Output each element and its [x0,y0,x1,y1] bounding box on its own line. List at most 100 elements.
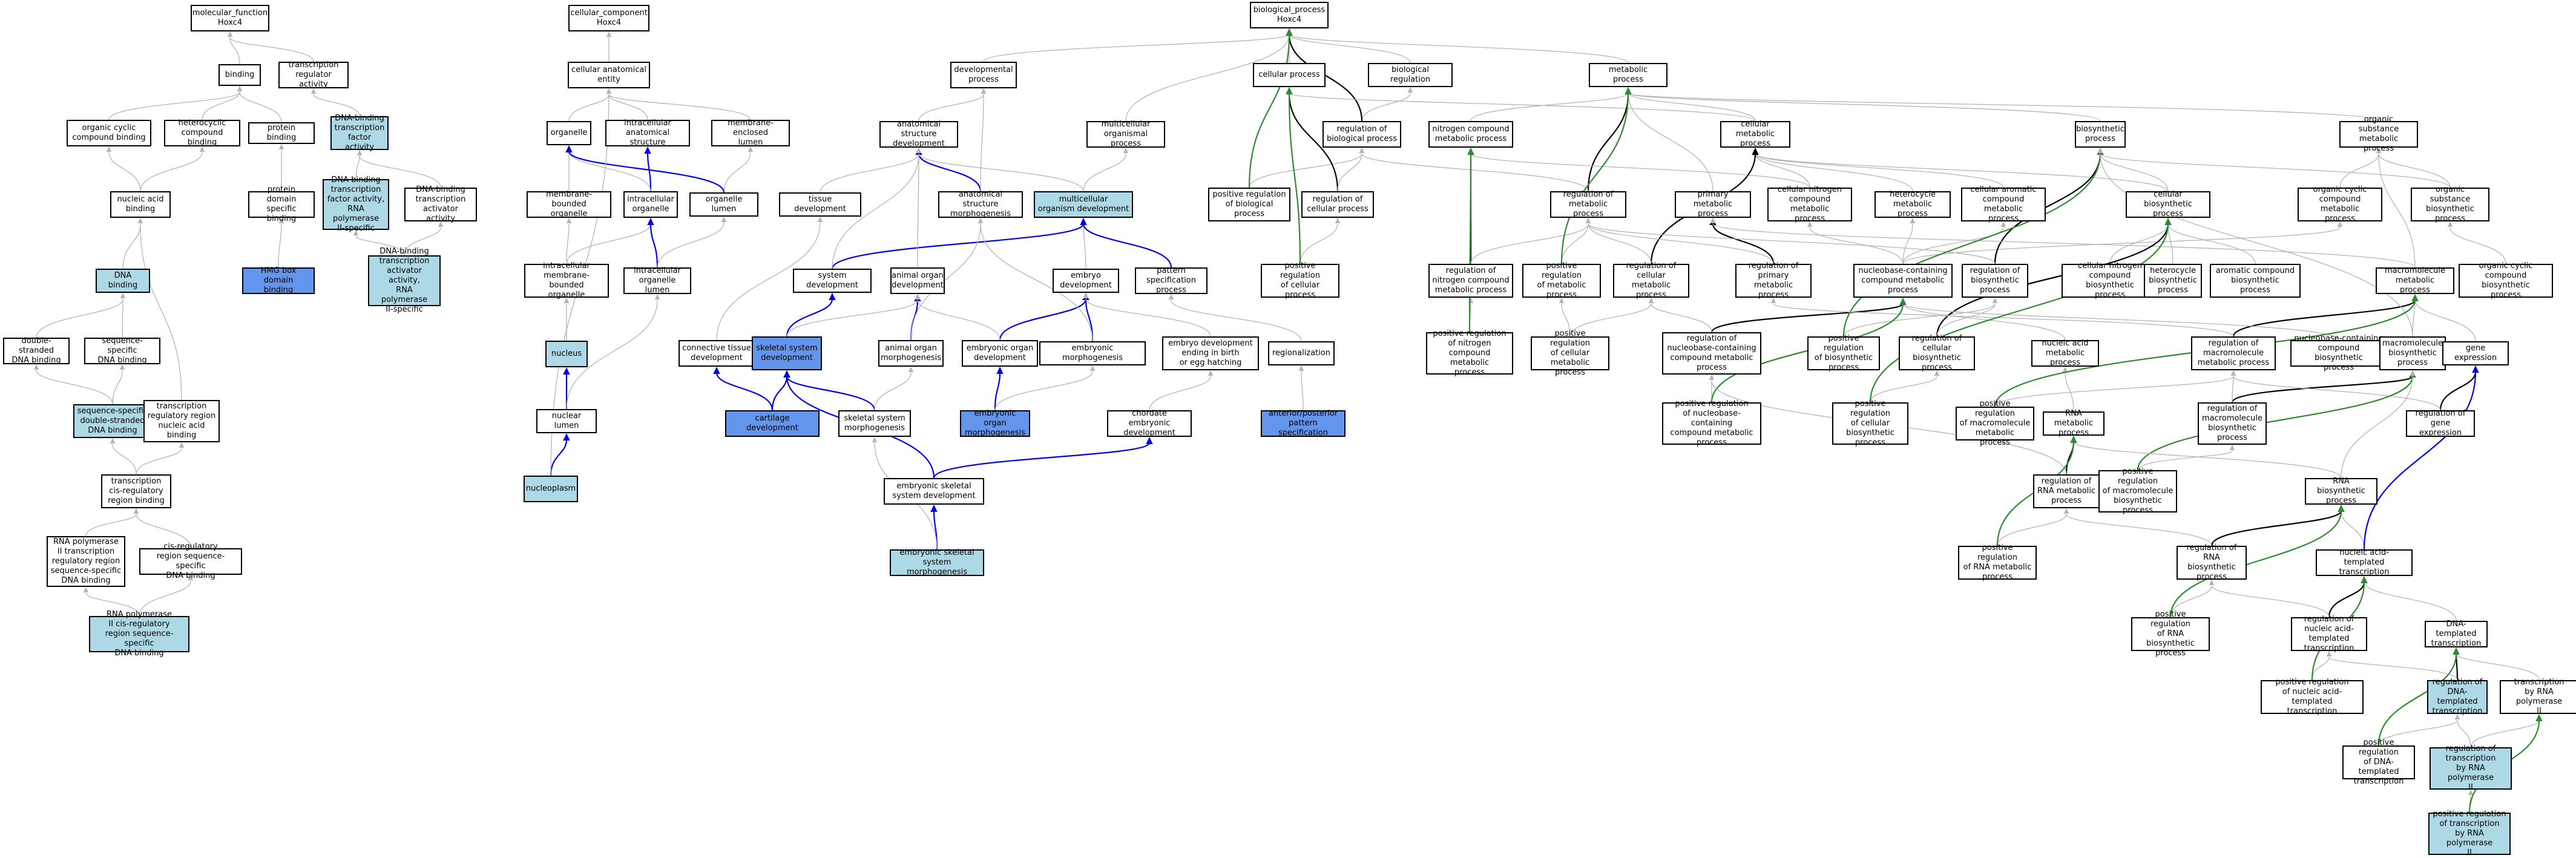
go-term-prcbp[interactable]: positive regulation of cellular biosynth… [1832,399,1908,447]
go-term-ssd[interactable]: skeletal system development [752,336,822,370]
go-term-eom[interactable]: embryonic organ morphogenesis [960,409,1030,437]
go-term-ssdsdna[interactable]: sequence-specific double-stranded DNA bi… [73,404,152,438]
go-term-occmp[interactable]: organic cyclic compound metabolic proces… [2298,185,2382,223]
go-term-mel[interactable]: membrane-enclosed lumen [711,119,790,147]
go-term-biosp[interactable]: biosynthetic process [2075,121,2126,148]
go-term-nucleus[interactable]: nucleus [545,341,588,367]
go-term-cncbp[interactable]: cellular nitrogen compound biosynthetic … [2062,261,2158,300]
go-term-tissd[interactable]: tissue development [779,192,861,217]
go-term-hbp[interactable]: heterocycle biosynthetic process [2144,264,2202,298]
go-term-gexp[interactable]: gene expression [2442,341,2509,365]
go-term-rnamp[interactable]: RNA metabolic process [2043,409,2104,437]
go-term-eod[interactable]: embryonic organ development [962,340,1038,367]
go-term-rnatt[interactable]: regulation of nucleic acid-templated tra… [2291,615,2367,653]
go-term-mod[interactable]: multicellular organism development [1034,191,1133,218]
go-term-cbp[interactable]: cellular biosynthetic process [2126,190,2210,218]
go-term-rp2trr[interactable]: RNA polymerase II transcription regulato… [47,536,125,587]
go-term-tbrp2[interactable]: transcription by RNA polymerase II [2500,678,2576,716]
go-term-rrnamp[interactable]: regulation of RNA metabolic process [2033,474,2100,508]
go-term-ctd[interactable]: connective tissue development [678,340,755,367]
go-term-tra[interactable]: transcription regulator activity [278,61,349,89]
go-term-prrnabp[interactable]: positive regulation of RNA biosynthetic … [2131,610,2210,658]
go-term-embd[interactable]: embryo development [1053,269,1119,293]
go-term-trrnab[interactable]: transcription regulatory region nucleic … [143,400,220,442]
go-term-rncmp[interactable]: regulation of nitrogen compound metaboli… [1428,264,1513,298]
go-term-rnbcmp[interactable]: regulation of nucleobase-containing comp… [1662,332,1761,375]
go-term-dtt[interactable]: DNA-templated transcription [2425,620,2488,648]
go-term-cae[interactable]: cellular anatomical entity [568,62,650,88]
go-term-acbp[interactable]: aromatic compound biosynthetic process [2210,264,2301,298]
go-term-rmp[interactable]: regulation of metabolic process [1550,190,1626,218]
go-term-pmp[interactable]: primary metabolic process [1675,190,1751,218]
go-term-apps[interactable]: anterior/posterior pattern specification [1261,409,1346,437]
go-term-rbp[interactable]: regulation of biological process [1322,121,1401,148]
go-term-rmbp[interactable]: regulation of macromolecule biosynthetic… [2198,402,2267,445]
go-term-cmp[interactable]: cellular metabolic process [1720,120,1790,148]
go-term-rcp[interactable]: regulation of cellular process [1301,191,1374,218]
go-term-natt[interactable]: nucleic acid-templated transcription [2316,548,2413,577]
go-term-prcmp[interactable]: positive regulation of cellular metaboli… [1531,329,1609,377]
go-term-bioreg[interactable]: biological regulation [1368,63,1453,87]
go-term-prtrp2[interactable]: positive regulation of transcription by … [2428,810,2511,857]
go-term-prnbcmp[interactable]: positive regulation of nucleobase-contai… [1662,399,1761,447]
go-term-devp[interactable]: developmental process [950,62,1017,88]
go-term-asd[interactable]: anatomical structure development [879,120,958,148]
go-term-prmmp[interactable]: positive regulation of macromolecule met… [1956,399,2034,447]
go-term-rnabp[interactable]: RNA biosynthetic process [2305,477,2377,505]
go-term-rtrp2[interactable]: regulation of transcription by RNA polym… [2430,744,2512,792]
go-term-dsdna[interactable]: double-stranded DNA binding [3,336,70,365]
go-term-crrss[interactable]: cis-regulatory region sequence-specific … [139,542,242,580]
go-term-ssm[interactable]: skeletal system morphogenesis [838,410,911,437]
go-term-prcp[interactable]: positive regulation of cellular process [1261,261,1339,300]
go-term-rmmp[interactable]: regulation of macromolecule metabolic pr… [2191,336,2276,370]
go-term-osmp[interactable]: organic substance metabolic process [2339,115,2418,153]
go-term-mf-root[interactable]: molecular_function Hoxc4 [191,5,269,31]
go-term-nlumen[interactable]: nuclear lumen [536,409,597,433]
go-term-ced[interactable]: chordate embryonic development [1107,409,1192,437]
go-term-nab[interactable]: nucleic acid binding [110,191,171,218]
go-term-aom[interactable]: animal organ morphogenesis [878,340,944,367]
go-term-occbp[interactable]: organic cyclic compound biosynthetic pro… [2459,261,2553,300]
go-term-ssdna[interactable]: sequence-specific DNA binding [84,336,160,365]
go-term-protb[interactable]: protein binding [248,122,315,144]
go-term-dbtaa2[interactable]: DNA-binding transcription activator acti… [368,247,441,314]
go-term-io[interactable]: intracellular organelle [623,191,678,218]
go-term-cartd[interactable]: cartilage development [725,410,820,437]
go-term-cellp[interactable]: cellular process [1253,63,1326,87]
go-term-nbcmp[interactable]: nucleobase-containing compound metabolic… [1853,264,1953,298]
go-term-nbcbp[interactable]: nucleobase-containing compound biosynthe… [2290,334,2387,372]
go-term-edeb[interactable]: embryo development ending in birth or eg… [1162,336,1259,370]
go-term-prmp[interactable]: positive regulation of metabolic process [1522,261,1601,300]
go-term-ias[interactable]: intracellular anatomical structure [605,119,690,147]
go-term-rdtt[interactable]: regulation of DNA-templated transcriptio… [2427,678,2488,716]
go-term-prbiosp[interactable]: positive regulation of biosynthetic proc… [1807,334,1880,372]
go-term-organelle[interactable]: organelle [547,121,591,145]
go-term-prrnamp[interactable]: positive regulation of RNA metabolic pro… [1958,543,2037,581]
go-term-dnab[interactable]: DNA binding [96,269,150,293]
go-term-regionalization[interactable]: regionalization [1268,341,1335,365]
go-term-osbp[interactable]: organic substance biosynthetic process [2411,185,2489,223]
go-term-imbo[interactable]: intracellular membrane-bounded organelle [524,261,609,300]
go-term-prncmp[interactable]: positive regulation of nitrogen compound… [1426,329,1513,377]
go-term-namp[interactable]: nucleic acid metabolic process [2031,339,2099,367]
go-term-rbiosp[interactable]: regulation of biosynthetic process [1962,264,2028,298]
go-term-hmg[interactable]: HMG box domain binding [242,266,315,295]
go-term-ncmp[interactable]: nitrogen compound metabolic process [1428,121,1513,148]
go-term-cc-root[interactable]: cellular_component Hoxc4 [568,5,649,31]
go-term-mbp[interactable]: macromolecule biosynthetic process [2379,336,2446,370]
go-term-tcrrb[interactable]: transcription cis-regulatory region bind… [101,474,171,508]
go-term-ol[interactable]: organelle lumen [689,192,758,217]
go-term-mop[interactable]: multicellular organismal process [1086,120,1165,148]
go-term-prdtt[interactable]: positive regulation of DNA-templated tra… [2342,738,2415,786]
go-term-iol[interactable]: intracellular organelle lumen [623,266,691,295]
go-term-nucleoplasm[interactable]: nucleoplasm [524,476,578,502]
go-term-cncmp[interactable]: cellular nitrogen compound metabolic pro… [1767,185,1852,223]
go-term-hmp[interactable]: heterocycle metabolic process [1874,190,1951,218]
go-term-rp2crr[interactable]: RNA polymerase II cis-regulatory region … [89,610,189,658]
go-term-dbtfa[interactable]: DNA-binding transcription factor activit… [330,114,389,152]
go-term-prmbp[interactable]: positive regulation of macromolecule bio… [2098,467,2177,515]
go-term-rge[interactable]: regulation of gene expression [2406,409,2475,437]
go-term-aod[interactable]: animal organ development [890,267,945,294]
go-term-bp-root[interactable]: biological_process Hoxc4 [1250,2,1329,28]
go-term-rcmp[interactable]: regulation of cellular metabolic process [1613,261,1689,300]
